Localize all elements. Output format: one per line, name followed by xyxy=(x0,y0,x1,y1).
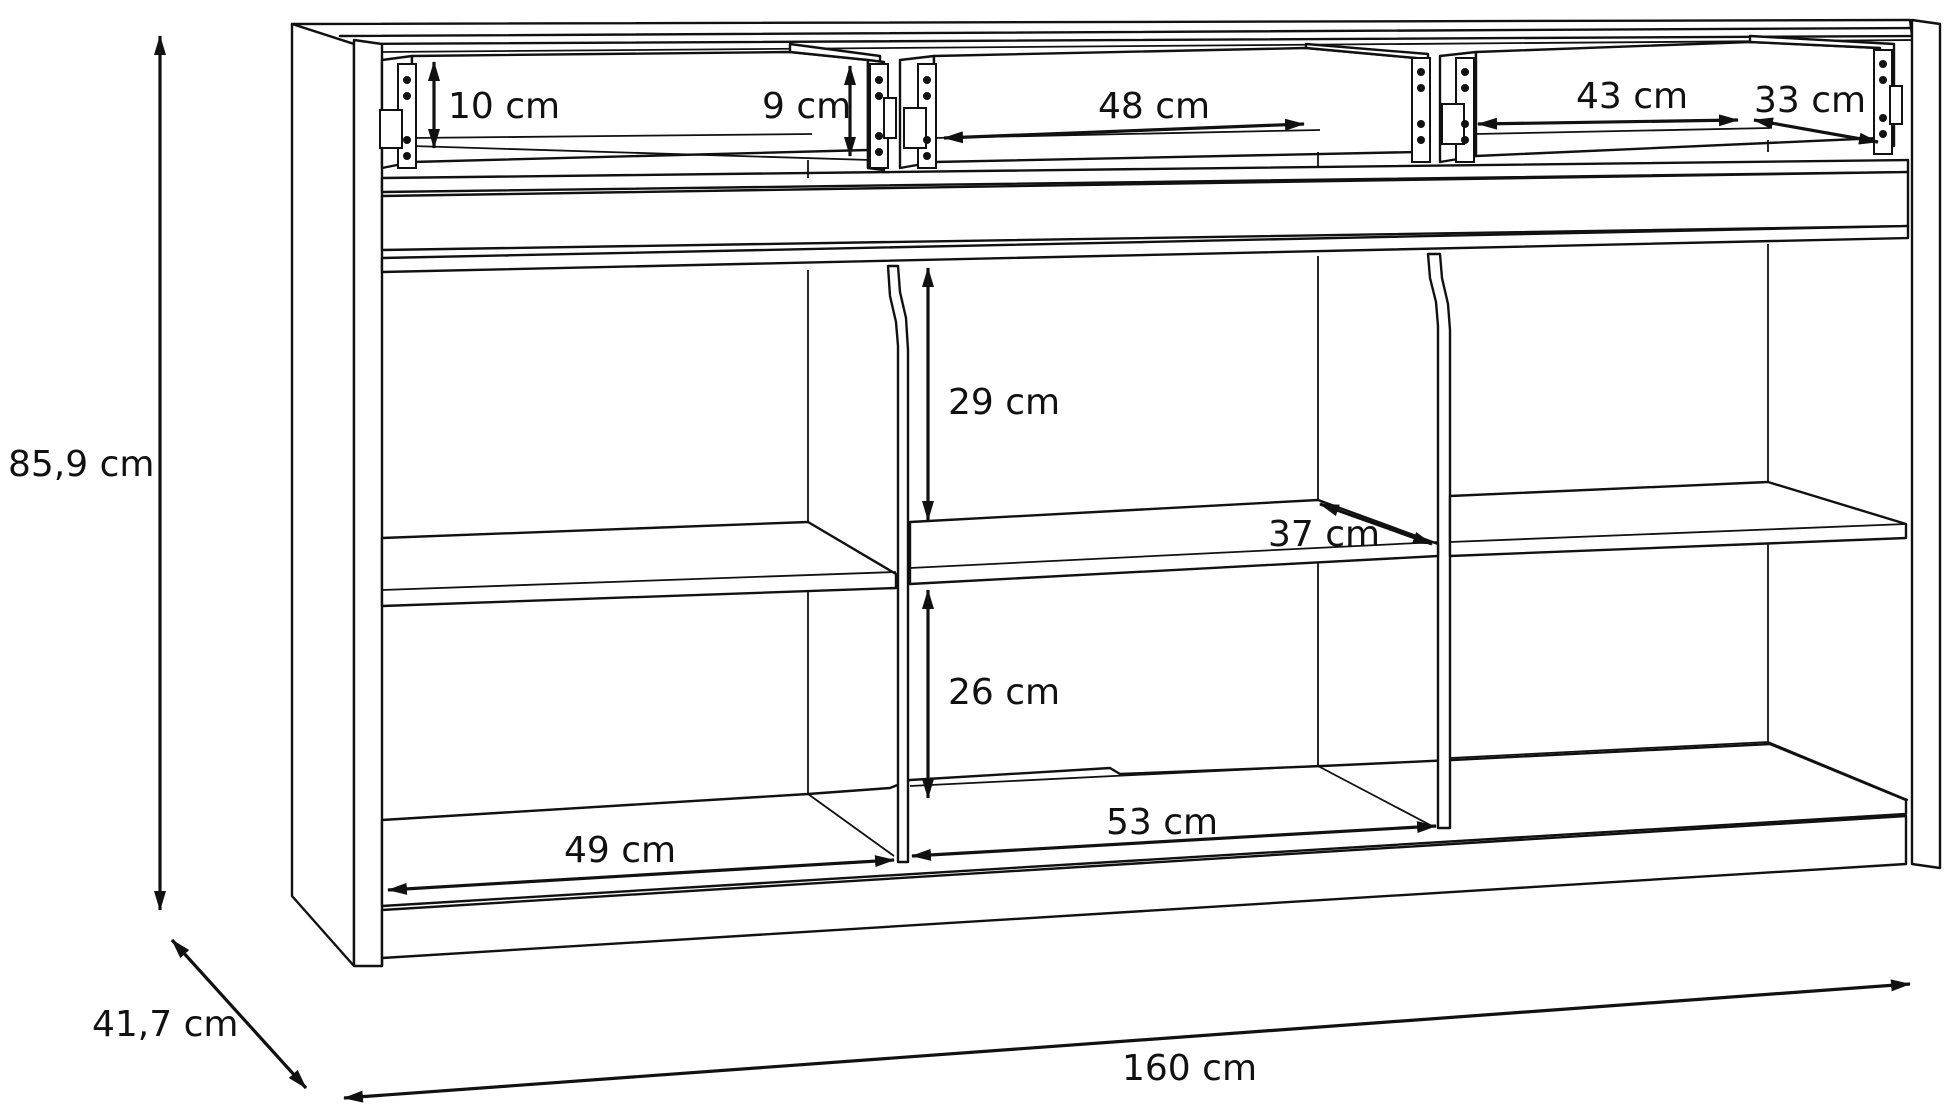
drawer-inner-height-label: 9 cm xyxy=(762,86,851,127)
right-side-panel xyxy=(1910,18,1942,870)
lower-compartment-height-label: 26 cm xyxy=(948,672,1060,713)
dimension-labels: 85,9 cm 41,7 cm 160 cm 10 cm 9 cm 48 cm … xyxy=(8,76,1866,1089)
drawer-width-right-label: 43 cm xyxy=(1576,76,1688,117)
drawer-height-label: 10 cm xyxy=(448,86,560,127)
shelf-middle xyxy=(908,498,1440,586)
shelf-left xyxy=(380,520,898,608)
left-side-panel xyxy=(290,22,356,968)
dimension-lines xyxy=(154,35,1911,1103)
middle-compartment-width-arrow xyxy=(911,821,1437,861)
shelf-depth-arrow xyxy=(1319,502,1433,546)
shelf-right xyxy=(1448,480,1908,558)
drawer-depth-arrow xyxy=(1753,117,1879,145)
drawer-hinges xyxy=(379,49,1903,169)
compartments xyxy=(380,244,1909,864)
height-label: 85,9 cm xyxy=(8,444,154,485)
left-compartment-width-arrow xyxy=(387,855,895,895)
shelf-depth-label: 37 cm xyxy=(1268,514,1380,555)
upper-compartment-height-label: 29 cm xyxy=(948,382,1060,423)
divider-right xyxy=(1426,252,1452,830)
drawer-width-middle-arrow xyxy=(943,118,1305,144)
depth-arrow xyxy=(170,938,308,1090)
drawer-depth-label: 33 cm xyxy=(1754,80,1866,121)
fascia-shelf xyxy=(380,224,1910,274)
left-compartment-width-label: 49 cm xyxy=(564,830,676,871)
drawer-width-middle-label: 48 cm xyxy=(1098,86,1210,127)
drawer-width-right-arrow xyxy=(1477,114,1739,130)
divider-left xyxy=(886,264,910,864)
width-arrow xyxy=(343,979,1911,1103)
width-label: 160 cm xyxy=(1122,1048,1257,1089)
middle-compartment-width-label: 53 cm xyxy=(1106,802,1218,843)
left-front-stile xyxy=(352,38,384,968)
depth-label: 41,7 cm xyxy=(92,1004,238,1045)
